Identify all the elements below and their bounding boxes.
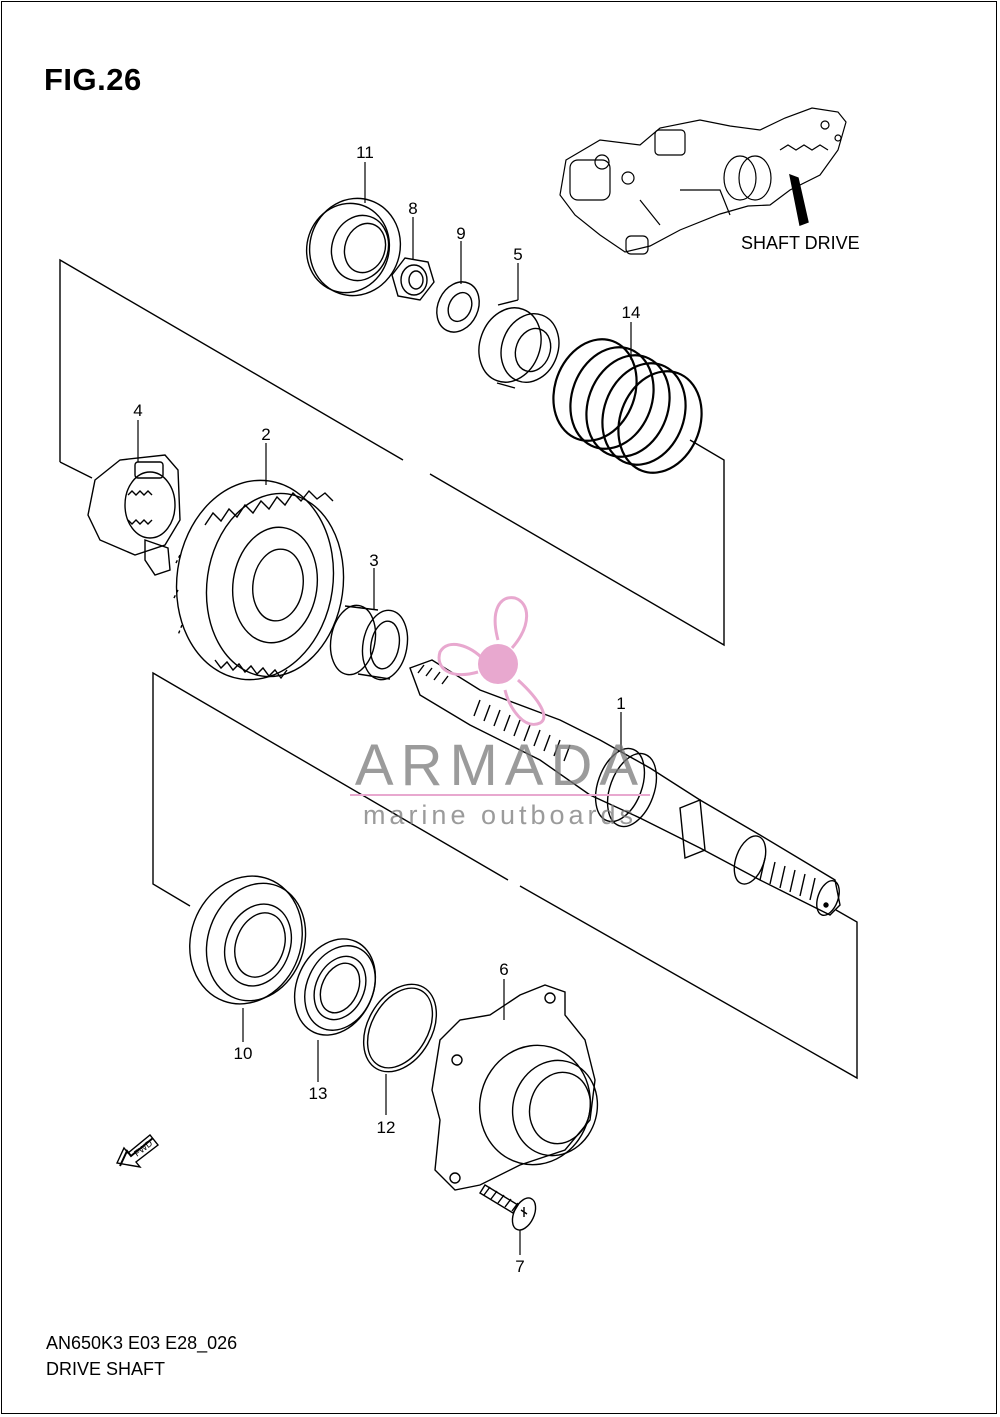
seal-13: [293, 938, 377, 1036]
callout-9: 9: [456, 224, 465, 243]
figure-title: FIG.26: [44, 62, 142, 97]
shaft-drive-label: SHAFT DRIVE: [741, 233, 860, 253]
housing-6: [431, 984, 599, 1191]
watermark-tagline: marine outboards: [363, 800, 637, 830]
callout-5: 5: [513, 245, 522, 264]
callout-13: 13: [309, 1084, 328, 1103]
washer-9: [436, 281, 480, 333]
upper-assembly-bracket: [59, 258, 725, 647]
clutch-dog-4: [87, 454, 181, 576]
callout-labels: 11 8 9 5 14 4 2 3 1 10 13 12 6 7 SHAFT D…: [133, 143, 859, 1276]
callout-14: 14: [622, 303, 641, 322]
watermark-name: ARMADA: [355, 733, 645, 798]
callout-6: 6: [499, 960, 508, 979]
footer-code: AN650K3 E03 E28_026: [46, 1333, 238, 1353]
callout-11: 11: [356, 143, 374, 162]
leader-lines: [137, 162, 632, 1255]
bolt-7: [479, 1184, 537, 1231]
callout-2: 2: [261, 425, 270, 444]
callout-3: 3: [369, 551, 378, 570]
spring-14: [552, 338, 703, 474]
fwd-direction-icon: FWD: [115, 1134, 159, 1169]
callout-7: 7: [515, 1257, 524, 1276]
propeller-logo-icon: [437, 596, 546, 726]
shaft-drive-pointer: [789, 173, 809, 226]
bearing-10: [189, 875, 307, 1005]
bushing-5: [478, 299, 560, 389]
sleeve-3: [329, 604, 409, 681]
callout-1: 1: [616, 694, 625, 713]
lower-assembly-bracket: [152, 671, 858, 1080]
callout-10: 10: [234, 1044, 253, 1063]
callout-4: 4: [133, 401, 142, 420]
o-ring-12: [362, 983, 438, 1073]
gear-2: [172, 479, 345, 681]
propeller-hub-icon: [478, 644, 518, 684]
callout-8: 8: [408, 199, 417, 218]
armada-watermark: ARMADA marine outboards: [350, 596, 650, 830]
oil-seal-11: [305, 197, 402, 297]
shaft-drive-housing-icon: [559, 107, 847, 255]
callout-12: 12: [377, 1118, 396, 1137]
footer-name: DRIVE SHAFT: [46, 1359, 166, 1379]
drive-shaft-1: [409, 659, 841, 916]
nut-8: [391, 257, 435, 301]
